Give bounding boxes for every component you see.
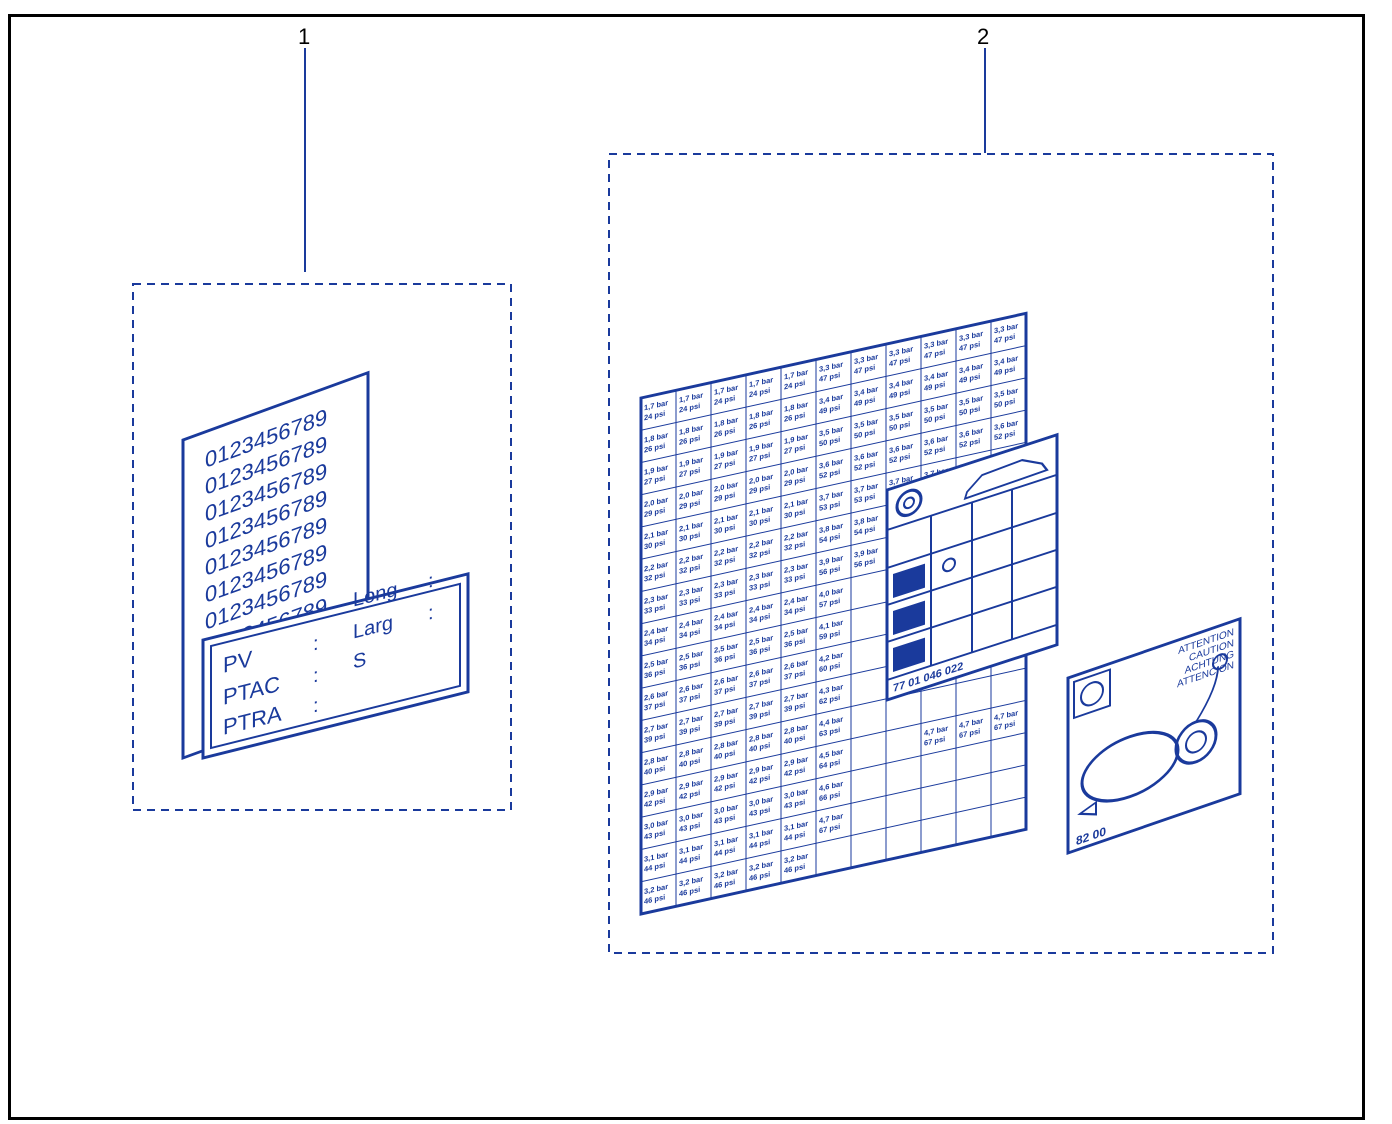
pressure-cell: 1,8 bar26 psi (784, 400, 808, 424)
pressure-cell: 2,6 bar37 psi (679, 681, 703, 705)
person-icon (942, 557, 956, 573)
pressure-cell: 2,2 bar32 psi (644, 559, 668, 583)
pressure-cell: 3,1 bar44 psi (784, 819, 808, 843)
chart-row-line (641, 377, 1026, 463)
callout-1: 1 (298, 24, 311, 49)
plate-sep-5: : (428, 602, 434, 625)
pressure-cell: 3,4 bar49 psi (889, 376, 913, 400)
road-icon-2 (893, 600, 925, 636)
road-icon-3 (893, 637, 925, 673)
chart-row-line (641, 764, 1026, 850)
road-icon-1 (893, 563, 925, 599)
pressure-cell: 3,3 bar47 psi (854, 352, 878, 376)
warning-label: ATTENTION CAUTION ACHTUNG ATTENCION 82 0… (1066, 616, 1242, 856)
pressure-cell: 2,2 bar32 psi (714, 544, 738, 568)
chart-row-line (641, 345, 1026, 431)
chart-row-line (641, 699, 1026, 786)
group-box-1 (132, 283, 512, 811)
plate-sep-1: : (313, 632, 319, 655)
chart-row-line (641, 796, 1026, 883)
chart-row-line (641, 667, 1026, 754)
plate-right-s: S (353, 649, 366, 674)
inflation-label: 77 01 046 022 (885, 432, 1059, 702)
chart-row-line (641, 732, 1026, 818)
group-box-2 (608, 153, 1274, 954)
callout-2: 2 (977, 24, 990, 49)
pressure-cell: 3,1 bar44 psi (749, 827, 773, 851)
gauge-icon (1174, 719, 1218, 765)
pressure-cell: 2,0 bar29 psi (679, 487, 703, 511)
tyre-diagram-icon (1080, 730, 1180, 803)
pressure-cell: 3,1 bar44 psi (644, 850, 668, 874)
tyre-icon (895, 488, 923, 518)
car-icon (963, 459, 1049, 501)
pressure-cell: 2,0 bar29 psi (749, 472, 773, 496)
chart-row-line (641, 441, 1026, 528)
plate-sep-4: : (428, 570, 434, 593)
chart-row-line (641, 409, 1026, 496)
plate-sep-2: : (313, 664, 319, 687)
pressure-cell: 1,7 bar24 psi (644, 398, 668, 422)
warning-tyre-icon-box (1073, 668, 1111, 720)
pressure-cell: 4,7 bar67 psi (819, 811, 843, 835)
pressure-cell: 3,5 bar50 psi (994, 386, 1018, 410)
arrow-icon (1077, 800, 1097, 816)
plate-sep-3: : (313, 694, 319, 717)
drawing-frame (8, 14, 1365, 1120)
warning-tyre-icon (1080, 681, 1104, 707)
weight-plate: PV PTAC PTRA : : : Long Larg S : : (201, 570, 470, 760)
